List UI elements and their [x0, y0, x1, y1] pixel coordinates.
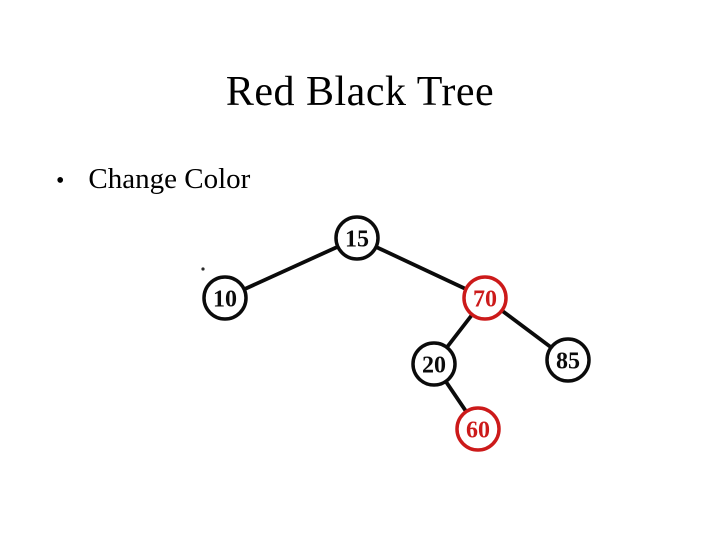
tree-node-circle	[462, 275, 508, 321]
tree-node-circle	[545, 337, 591, 383]
stray-mark	[201, 267, 205, 271]
bullet-text: Change Color	[88, 163, 251, 195]
tree-edge-15-10	[224, 236, 358, 300]
tree-node-circle	[202, 275, 248, 321]
tree-node-15: 15	[334, 215, 380, 261]
bullet-item: • Change Color	[56, 163, 250, 196]
tree-node-label: 15	[345, 226, 369, 252]
tree-node-60: 60	[455, 406, 501, 452]
tree-node-label: 10	[213, 286, 237, 312]
tree-node-label: 20	[422, 352, 446, 378]
tree-edge-15-70	[356, 236, 486, 300]
tree-node-label: 85	[556, 348, 580, 374]
slide-title: Red Black Tree	[225, 69, 495, 115]
tree-node-circle	[411, 341, 457, 387]
tree-node-20: 20	[411, 341, 457, 387]
tree-node-label: 60	[466, 417, 490, 443]
tree-node-circle	[334, 215, 380, 261]
bullet-marker: •	[56, 168, 65, 194]
tree-node-85: 85	[545, 337, 591, 383]
tree-node-70: 70	[462, 275, 508, 321]
tree-node-circle	[455, 406, 501, 452]
tree-node-label: 70	[473, 286, 497, 312]
tree-node-10: 10	[202, 275, 248, 321]
